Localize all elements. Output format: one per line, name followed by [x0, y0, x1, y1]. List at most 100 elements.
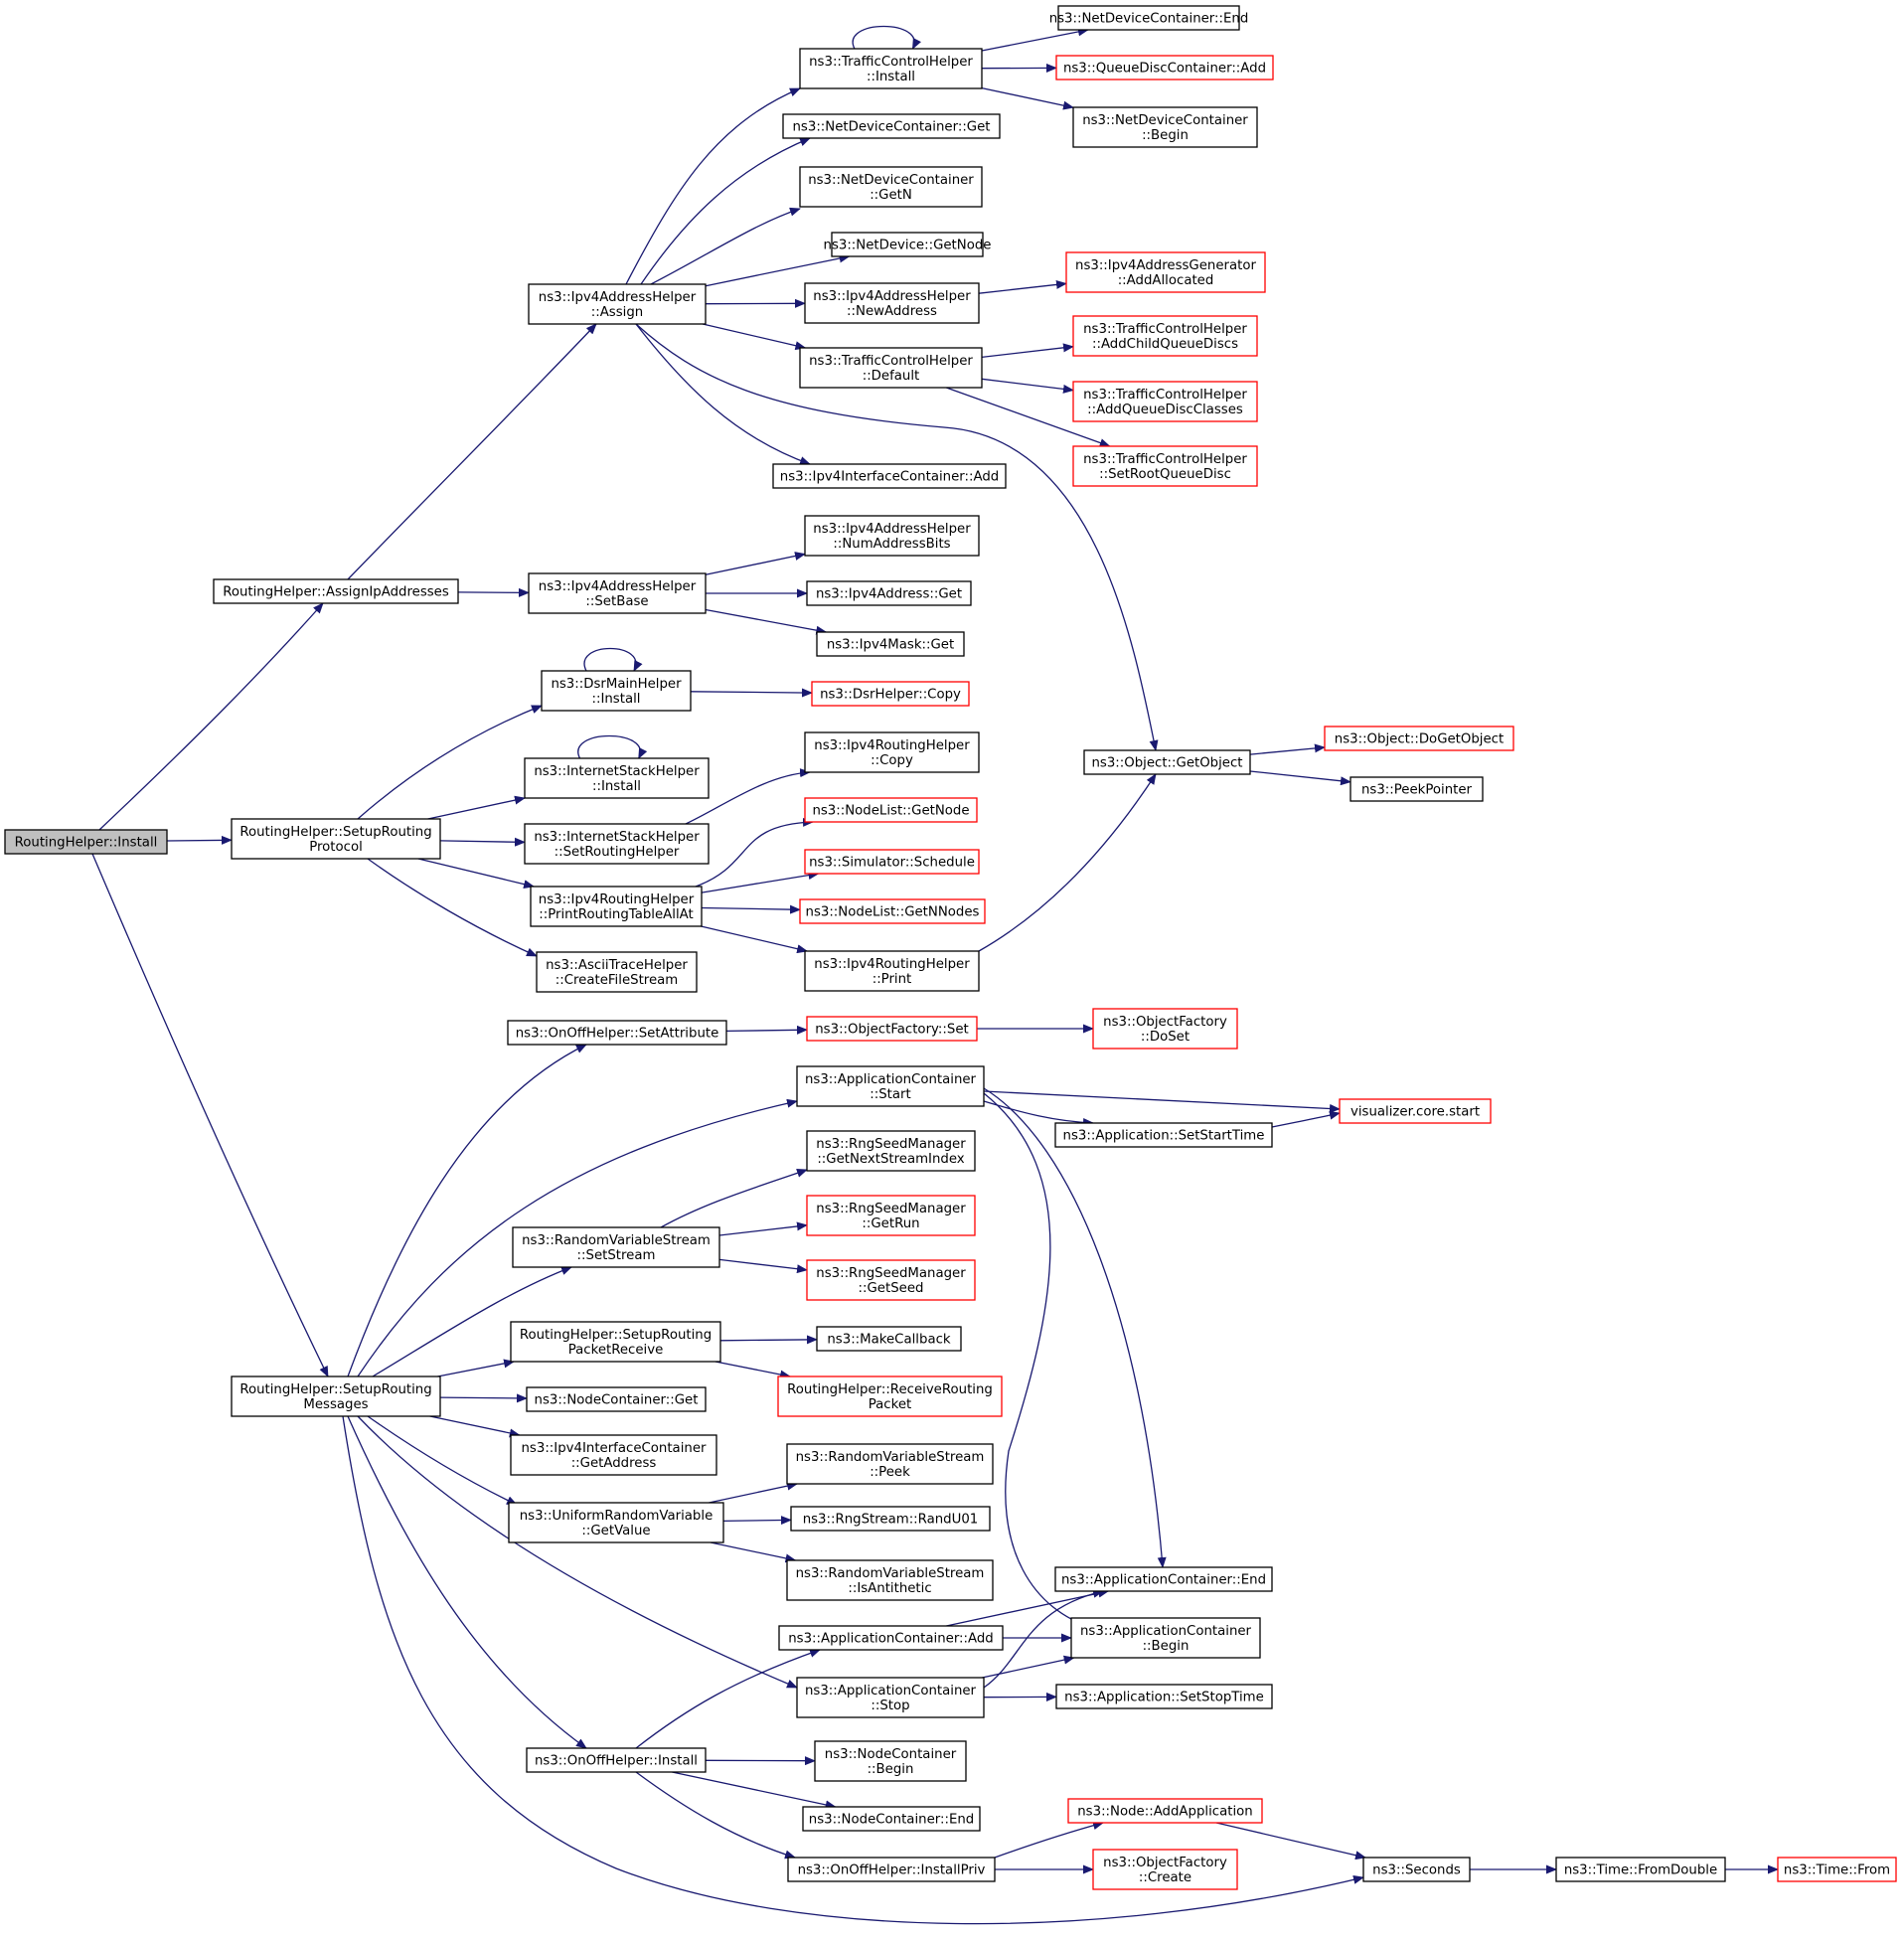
node-box	[1072, 106, 1258, 148]
node-ath-createfile[interactable]: ns3::AsciiTraceHelper::CreateFileStream	[536, 951, 698, 993]
node-ipv4rh-print-all[interactable]: ns3::Ipv4RoutingHelper::PrintRoutingTabl…	[530, 886, 703, 927]
edge-ipv4rh_print_all-to-sim_schedule	[701, 871, 820, 893]
node-vis-start[interactable]: visualizer.core.start	[1339, 1098, 1492, 1124]
node-app-setstart[interactable]: ns3::Application::SetStartTime	[1054, 1122, 1273, 1148]
node-of-set[interactable]: ns3::ObjectFactory::Set	[806, 1016, 978, 1042]
node-ndc-begin[interactable]: ns3::NetDeviceContainer::Begin	[1072, 106, 1258, 148]
node-ipv4ic-add[interactable]: ns3::Ipv4InterfaceContainer::Add	[772, 463, 1007, 489]
node-ipv4ic-getaddr[interactable]: ns3::Ipv4InterfaceContainer::GetAddress	[510, 1434, 717, 1476]
edge-rh_setup_msgs-to-onoff_install	[347, 1415, 587, 1749]
edge-ipv4ah_assign-to-ipv4ic_add	[635, 323, 811, 465]
node-label-line: ::SetStream	[577, 1248, 656, 1263]
node-nc-get[interactable]: ns3::NodeContainer::Get	[526, 1386, 707, 1412]
node-label-line: ::SetRootQueueDisc	[1099, 467, 1231, 482]
node-ipv4m-get[interactable]: ns3::Ipv4Mask::Get	[816, 631, 965, 657]
node-seconds[interactable]: ns3::Seconds	[1362, 1857, 1471, 1882]
node-ipv4ah-setbase[interactable]: ns3::Ipv4AddressHelper::SetBase	[528, 572, 707, 614]
node-rsm-getseed[interactable]: ns3::RngSeedManager::GetSeed	[806, 1259, 976, 1301]
node-rh-install[interactable]: RoutingHelper::Install	[4, 829, 168, 855]
node-of-doset[interactable]: ns3::ObjectFactory::DoSet	[1092, 1008, 1238, 1050]
node-time-fromdouble[interactable]: ns3::Time::FromDouble	[1555, 1857, 1726, 1882]
node-ipv4rh-copy[interactable]: ns3::Ipv4RoutingHelper::Copy	[804, 731, 980, 773]
node-label-line: ns3::Ipv4InterfaceContainer::Add	[780, 470, 999, 485]
node-onoff-installpriv[interactable]: ns3::OnOffHelper::InstallPriv	[787, 1857, 996, 1882]
node-ndc-getn[interactable]: ns3::NetDeviceContainer::GetN	[799, 166, 983, 208]
node-box	[804, 950, 980, 992]
node-ish-install[interactable]: ns3::InternetStackHelper::Install	[524, 757, 710, 799]
node-label-line: ::Default	[863, 369, 920, 384]
node-ipv4ah-newaddr[interactable]: ns3::Ipv4AddressHelper::NewAddress	[804, 282, 980, 324]
node-makecallback[interactable]: ns3::MakeCallback	[816, 1326, 962, 1352]
node-nl-getnnodes[interactable]: ns3::NodeList::GetNNodes	[799, 898, 986, 924]
node-dsr-install[interactable]: ns3::DsrMainHelper::Install	[541, 670, 692, 712]
node-rvs-setstream[interactable]: ns3::RandomVariableStream::SetStream	[512, 1226, 720, 1268]
node-time-from[interactable]: ns3::Time::From	[1777, 1857, 1897, 1882]
node-ndc-end[interactable]: ns3::NetDeviceContainer::End	[1049, 5, 1249, 31]
node-box	[526, 1747, 707, 1773]
node-ipv4ag-addalloc[interactable]: ns3::Ipv4AddressGenerator::AddAllocated	[1065, 251, 1266, 293]
node-tch-setroot[interactable]: ns3::TrafficControlHelper::SetRootQueueD…	[1072, 445, 1258, 487]
node-ac-stop[interactable]: ns3::ApplicationContainer::Stop	[796, 1677, 985, 1718]
edge-ipv4rh_print_all-to-nl_getnode	[695, 817, 814, 888]
node-rvs-peek[interactable]: ns3::RandomVariableStream::Peek	[786, 1443, 994, 1485]
edge-onoff_installpriv-to-node_addapp	[994, 1821, 1104, 1859]
node-onoff-setattr[interactable]: ns3::OnOffHelper::SetAttribute	[507, 1020, 727, 1046]
node-ish-setrouting[interactable]: ns3::InternetStackHelper::SetRoutingHelp…	[524, 823, 710, 865]
node-tch-addclasses[interactable]: ns3::TrafficControlHelper::AddQueueDiscC…	[1072, 381, 1258, 422]
node-label-line: ns3::NetDevice::GetNode	[824, 239, 992, 253]
node-nc-end[interactable]: ns3::NodeContainer::End	[802, 1806, 981, 1832]
node-sim-schedule[interactable]: ns3::Simulator::Schedule	[804, 849, 980, 875]
edge-ac_start-to-app_setstart	[983, 1100, 1094, 1127]
node-dsr-copy[interactable]: ns3::DsrHelper::Copy	[811, 681, 970, 707]
node-ipv4ah-assign[interactable]: ns3::Ipv4AddressHelper::Assign	[528, 283, 707, 325]
node-label-line: ::AddAllocated	[1118, 273, 1214, 288]
node-box	[1349, 776, 1484, 802]
node-nd-getnode[interactable]: ns3::NetDevice::GetNode	[824, 232, 992, 257]
node-ndc-get[interactable]: ns3::NetDeviceContainer::Get	[782, 113, 1001, 139]
node-tch-install[interactable]: ns3::TrafficControlHelper::Install	[799, 48, 983, 89]
node-nl-getnode[interactable]: ns3::NodeList::GetNode	[804, 797, 978, 823]
node-label-line: ::AddQueueDiscClasses	[1087, 403, 1243, 417]
node-ac-add[interactable]: ns3::ApplicationContainer::Add	[778, 1625, 1004, 1651]
node-rsm-getnext[interactable]: ns3::RngSeedManager::GetNextStreamIndex	[806, 1130, 976, 1172]
node-ipv4rh-print[interactable]: ns3::Ipv4RoutingHelper::Print	[804, 950, 980, 992]
node-node-addapp[interactable]: ns3::Node::AddApplication	[1067, 1798, 1263, 1824]
node-label-line: ns3::TrafficControlHelper	[1083, 322, 1247, 337]
node-nc-begin[interactable]: ns3::NodeContainer::Begin	[814, 1740, 967, 1782]
edge-rh_setup_msgs-to-ipv4ic_getaddr	[429, 1415, 521, 1438]
node-urv-getvalue[interactable]: ns3::UniformRandomVariable::GetValue	[508, 1502, 724, 1543]
node-rsm-getrun[interactable]: ns3::RngSeedManager::GetRun	[806, 1195, 976, 1236]
node-obj-dogetobject[interactable]: ns3::Object::DoGetObject	[1324, 726, 1514, 751]
node-box	[816, 1326, 962, 1352]
node-label-line: ns3::Seconds	[1372, 1863, 1461, 1878]
node-label-line: ns3::RandomVariableStream	[522, 1233, 711, 1248]
node-ipv4a-get[interactable]: ns3::Ipv4Address::Get	[806, 580, 972, 606]
node-rng-randu01[interactable]: ns3::RngStream::RandU01	[790, 1506, 991, 1532]
node-qdc-add[interactable]: ns3::QueueDiscContainer::Add	[1055, 55, 1274, 81]
node-obj-getobject[interactable]: ns3::Object::GetObject	[1083, 749, 1251, 775]
node-ac-end[interactable]: ns3::ApplicationContainer::End	[1054, 1566, 1273, 1592]
node-label-line: ::IsAntithetic	[848, 1581, 931, 1596]
node-onoff-install[interactable]: ns3::OnOffHelper::Install	[526, 1747, 707, 1773]
node-of-create[interactable]: ns3::ObjectFactory::Create	[1092, 1849, 1238, 1890]
node-rvs-isanti[interactable]: ns3::RandomVariableStream::IsAntithetic	[786, 1559, 994, 1601]
node-app-setstop[interactable]: ns3::Application::SetStopTime	[1055, 1684, 1273, 1709]
node-tch-default[interactable]: ns3::TrafficControlHelper::Default	[799, 347, 983, 389]
node-ac-begin[interactable]: ns3::ApplicationContainer::Begin	[1070, 1617, 1261, 1659]
node-ipv4ah-numbits[interactable]: ns3::Ipv4AddressHelper::NumAddressBits	[804, 515, 980, 557]
edge-dsr_install-to-dsr_install	[583, 647, 643, 672]
node-peekpointer[interactable]: ns3::PeekPointer	[1349, 776, 1484, 802]
node-label-line: ns3::MakeCallback	[827, 1333, 951, 1348]
node-label-line: ::NewAddress	[847, 304, 937, 319]
node-label-line: ns3::Time::From	[1784, 1863, 1890, 1878]
node-tch-addchild[interactable]: ns3::TrafficControlHelper::AddChildQueue…	[1072, 315, 1258, 357]
edge-urv_getvalue-to-rvs_isanti	[710, 1541, 797, 1563]
node-ac-start[interactable]: ns3::ApplicationContainer::Start	[796, 1065, 985, 1107]
nodes-layer: RoutingHelper::Install RoutingHelper::Ass…	[4, 5, 1897, 1890]
node-rh-assign-ip[interactable]: RoutingHelper::AssignIpAddresses	[213, 578, 459, 604]
node-box	[1777, 1857, 1897, 1882]
